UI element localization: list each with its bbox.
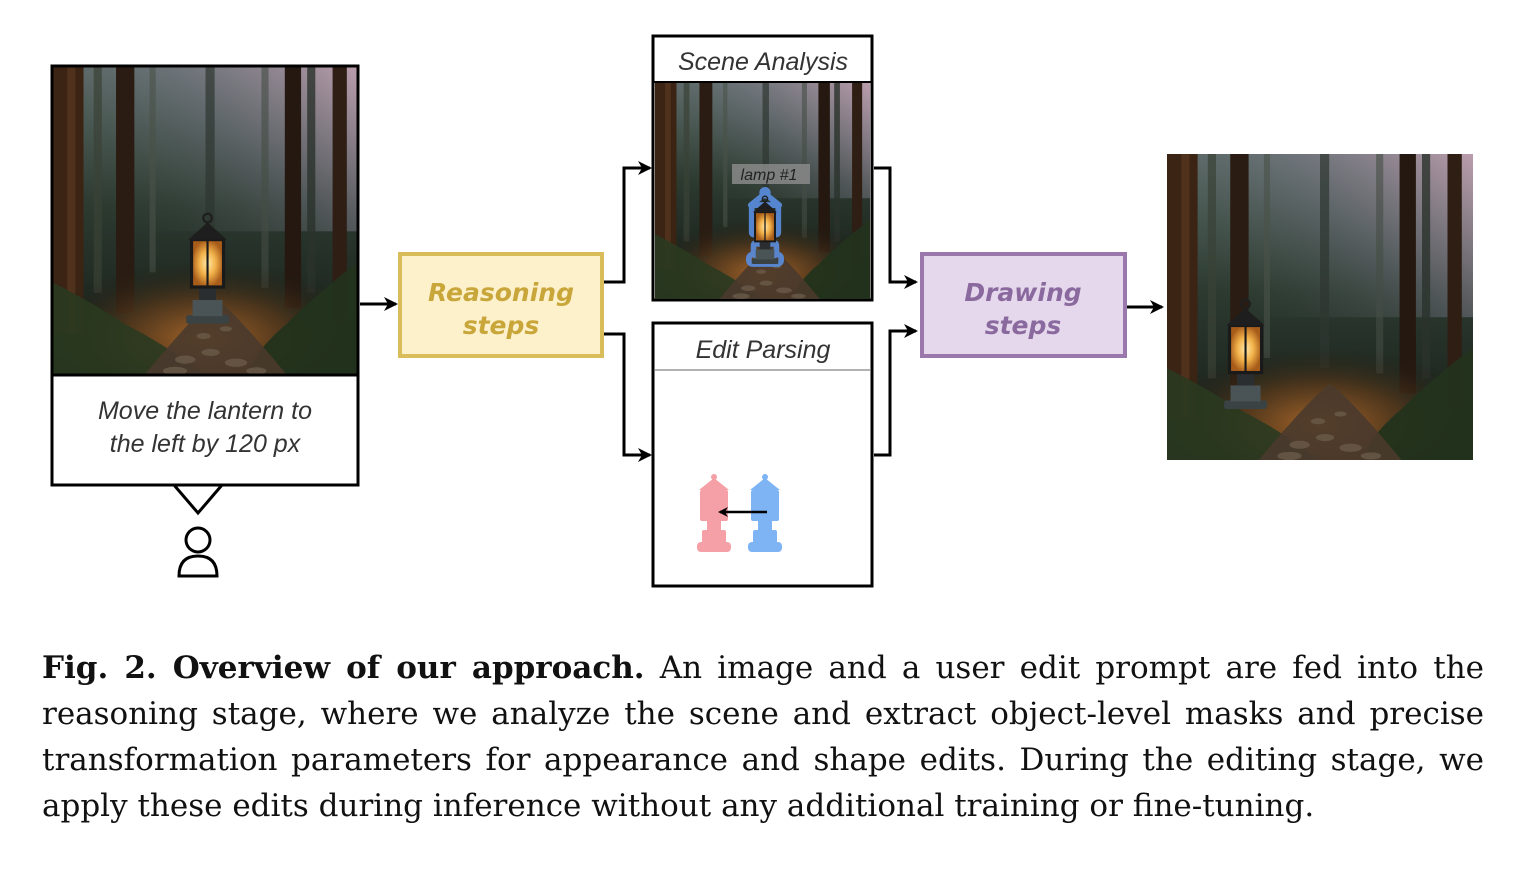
caption-lead: Fig. 2. Overview of our approach. [42,650,645,686]
reasoning-label-2: steps [463,311,540,340]
scene-analysis-image: lamp #1 [655,83,870,299]
lamp-tag: lamp #1 [741,167,798,184]
arrow-reasoning-to-parsing [604,332,652,462]
user-icon [177,526,219,578]
figure-caption: Fig. 2. Overview of our approach. An ima… [42,645,1484,829]
caption-body: An image and a user edit prompt are fed … [42,650,1485,824]
arrow-reasoning-to-scene [604,161,652,284]
drawing-label-2: steps [985,311,1062,340]
drawing-steps-box: Drawing steps [920,252,1127,358]
output-image [1167,154,1473,460]
prompt-line-1: Move the lantern to [98,397,312,425]
scene-analysis-title: Scene Analysis [678,48,848,76]
edit-parsing-title: Edit Parsing [696,336,831,364]
prompt-line-2: the left by 120 px [110,430,302,458]
reasoning-label-1: Reasoning [428,278,574,307]
scene-analysis-panel: Scene Analysis lamp #1 [651,34,874,302]
arrow-parsing-to-drawing [874,324,918,457]
input-panel: Move the lantern to the left by 120 px [50,64,360,578]
method-overview-diagram: Move the lantern to the left by 120 px R… [50,34,1473,588]
edit-parsing-panel: Edit Parsing [651,321,874,588]
arrow-scene-to-drawing [874,166,918,289]
drawing-label-1: Drawing [964,278,1081,307]
reasoning-steps-box: Reasoning steps [398,252,604,358]
input-image [53,67,358,375]
